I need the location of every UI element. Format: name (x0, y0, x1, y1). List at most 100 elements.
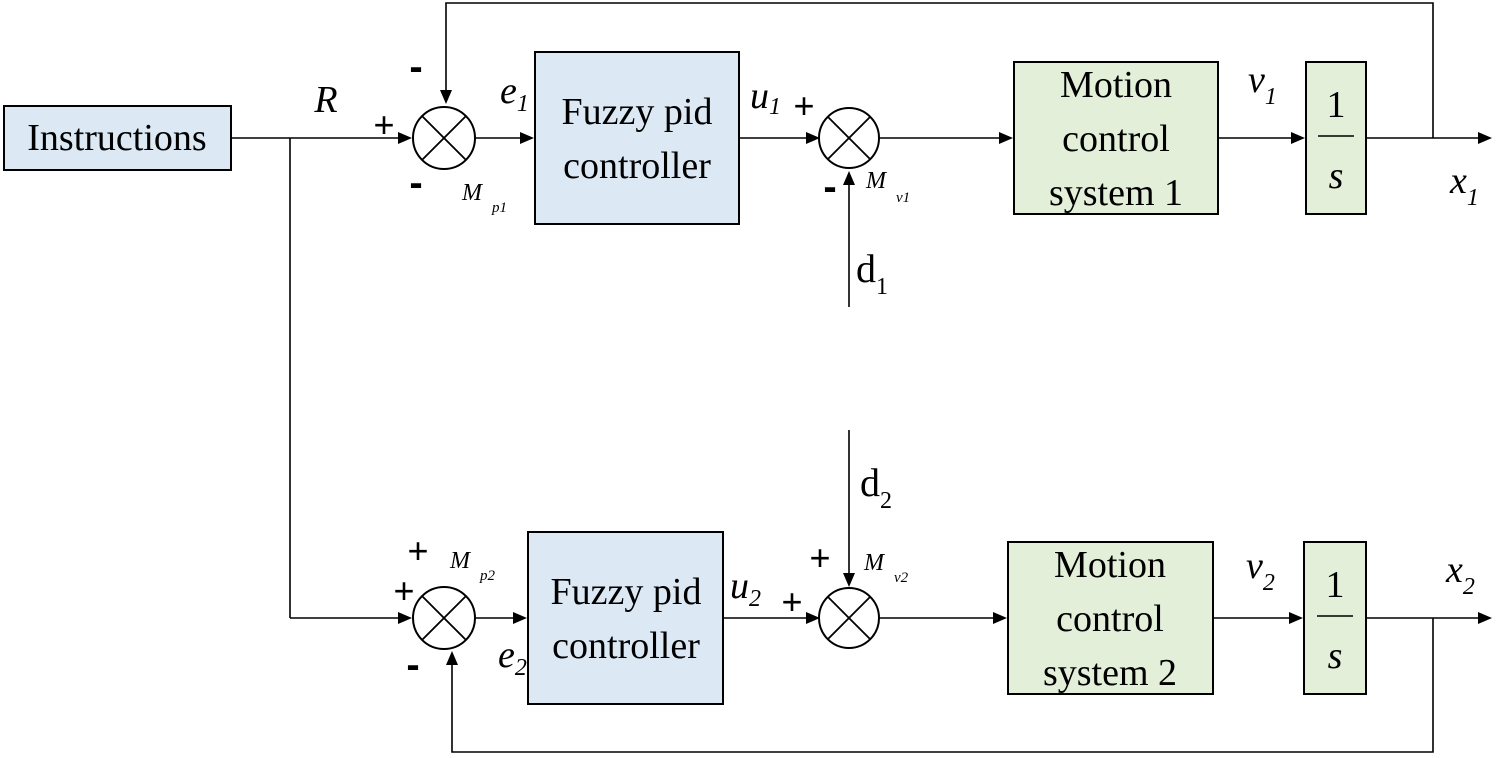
signal-labels: R e1 e2 u1 u2 v1 v2 x1 x2 d1 d2 (313, 59, 1478, 681)
label-v2: v2 (1246, 545, 1275, 596)
mp1-sign-top: - (409, 45, 422, 89)
motion-1-box (1013, 61, 1219, 215)
label-e2-sub: 2 (515, 655, 527, 681)
arrow-into-mp2-bottom (446, 651, 458, 665)
label-e1-symbol: e (500, 70, 517, 112)
label-d1: d1 (856, 246, 888, 300)
controller-1-box (534, 51, 740, 225)
arrow-into-mv2-left (806, 612, 820, 624)
label-d1-symbol: d (856, 246, 876, 291)
label-e2: e2 (498, 634, 527, 681)
label-d2: d2 (860, 460, 892, 514)
integrator-1-block: 1 s (1305, 61, 1367, 215)
summing-junction-mv2 (818, 587, 880, 649)
integrator-1-numerator: 1 (1327, 84, 1346, 126)
arrow-into-motion2 (993, 612, 1007, 624)
arrow-into-integrator1 (1291, 132, 1305, 144)
mv1-name-sub: v1 (896, 190, 910, 206)
label-x2-sub: 2 (1463, 574, 1475, 600)
label-e1-sub: 1 (517, 91, 529, 117)
mv1-sign-left: + (793, 85, 814, 126)
line-x2-feedback (451, 618, 1434, 753)
arrow-into-mp1-top (440, 90, 452, 104)
summing-junction-mp1-cross-b (421, 115, 467, 161)
arrow-into-mp2-left (398, 612, 412, 624)
motion-2-line-2: control (1056, 598, 1164, 640)
label-reference: R (313, 79, 337, 121)
sign-labels: - + - + - + + - + + (373, 45, 836, 687)
label-x2: x2 (1445, 549, 1475, 600)
label-x1-sub: 1 (1467, 185, 1479, 211)
summing-junction-mp2 (412, 586, 476, 650)
mp2-sign-bottom: - (406, 643, 419, 687)
mp2-name-symbol: M (449, 548, 472, 574)
mv2-name-symbol: M (863, 550, 886, 576)
summing-junction-mp2-cross-b (421, 595, 467, 641)
instructions-block: Instructions (3, 105, 232, 171)
label-u2: u2 (730, 565, 761, 612)
motion-1-line-2: control (1062, 118, 1170, 160)
arrow-x1-output (1478, 132, 1492, 144)
summing-junction-mv2-cross-b (827, 596, 871, 640)
arrow-into-motion1 (999, 132, 1013, 144)
summing-junction-mv1-cross-b (827, 116, 871, 160)
mp2-sign-left: + (393, 570, 414, 611)
arrow-into-controller2 (513, 612, 527, 624)
mp1-sign-left: + (373, 104, 394, 145)
motion-2-line-1: Motion (1054, 544, 1166, 586)
motion-2-line-3: system 2 (1043, 652, 1177, 694)
integrator-2-block: 1 s (1303, 541, 1367, 695)
arrow-into-mv1-bottom (843, 171, 855, 185)
controller-2-line-2: controller (552, 625, 700, 667)
mp1-name-sub: p1 (491, 200, 507, 216)
controller-1-line-2: controller (563, 145, 711, 187)
controller-2-block: Fuzzy pid controller (527, 531, 724, 705)
mp2-sign-top: + (407, 530, 428, 571)
summing-junction-mp1 (412, 106, 476, 170)
label-v2-sub: 2 (1263, 570, 1275, 596)
integrator-2-box (1303, 541, 1367, 695)
controller-1-block: Fuzzy pid controller (534, 51, 740, 225)
signal-lines (231, 2, 1480, 753)
label-x2-symbol: x (1445, 549, 1463, 591)
motion-1-block: Motion control system 1 (1013, 61, 1219, 215)
arrow-into-mv2-top (843, 573, 855, 587)
summing-junction-mv1 (818, 107, 880, 169)
controller-2-box (527, 531, 724, 705)
integrator-1-box (1305, 61, 1367, 215)
motion-1-line-3: system 1 (1049, 172, 1183, 214)
mv1-name-symbol: M (865, 168, 888, 194)
line-x1-feedback (445, 2, 1434, 138)
label-u1-symbol: u (750, 75, 769, 117)
label-v2-symbol: v (1246, 545, 1263, 587)
label-x1: x1 (1449, 160, 1479, 211)
arrow-into-mv1-left (806, 132, 820, 144)
mv1-sign-bottom: - (823, 165, 836, 209)
label-u1: u1 (750, 75, 781, 120)
mp2-name: Mp2 (449, 548, 496, 584)
integrator-1-denominator: s (1329, 155, 1344, 197)
label-d2-symbol: d (860, 460, 880, 505)
label-v1-sub: 1 (1265, 84, 1277, 110)
label-d1-sub: 1 (876, 274, 888, 300)
motion-2-box (1007, 541, 1214, 695)
label-x1-symbol: x (1449, 160, 1467, 202)
mv2-sign-top: + (809, 537, 830, 578)
label-v1: v1 (1248, 59, 1277, 110)
mp2-name-sub: p2 (479, 568, 496, 584)
instructions-label: Instructions (27, 117, 206, 159)
mv1-name: Mv1 (865, 168, 910, 206)
integrator-2-denominator: s (1328, 635, 1343, 677)
arrow-into-controller1 (520, 132, 534, 144)
arrow-x2-output (1478, 612, 1492, 624)
mp1-name-symbol: M (461, 180, 484, 206)
motion-2-block: Motion control system 2 (1007, 541, 1214, 695)
mv2-sign-left: + (781, 581, 802, 622)
junction-names: Mp1 Mv1 Mp2 Mv2 (449, 168, 910, 586)
label-e2-symbol: e (498, 634, 515, 676)
mp1-name: Mp1 (461, 180, 507, 216)
instructions-box (3, 105, 232, 171)
controller-1-line-1: Fuzzy pid (562, 91, 713, 133)
arrowheads (398, 90, 1492, 665)
